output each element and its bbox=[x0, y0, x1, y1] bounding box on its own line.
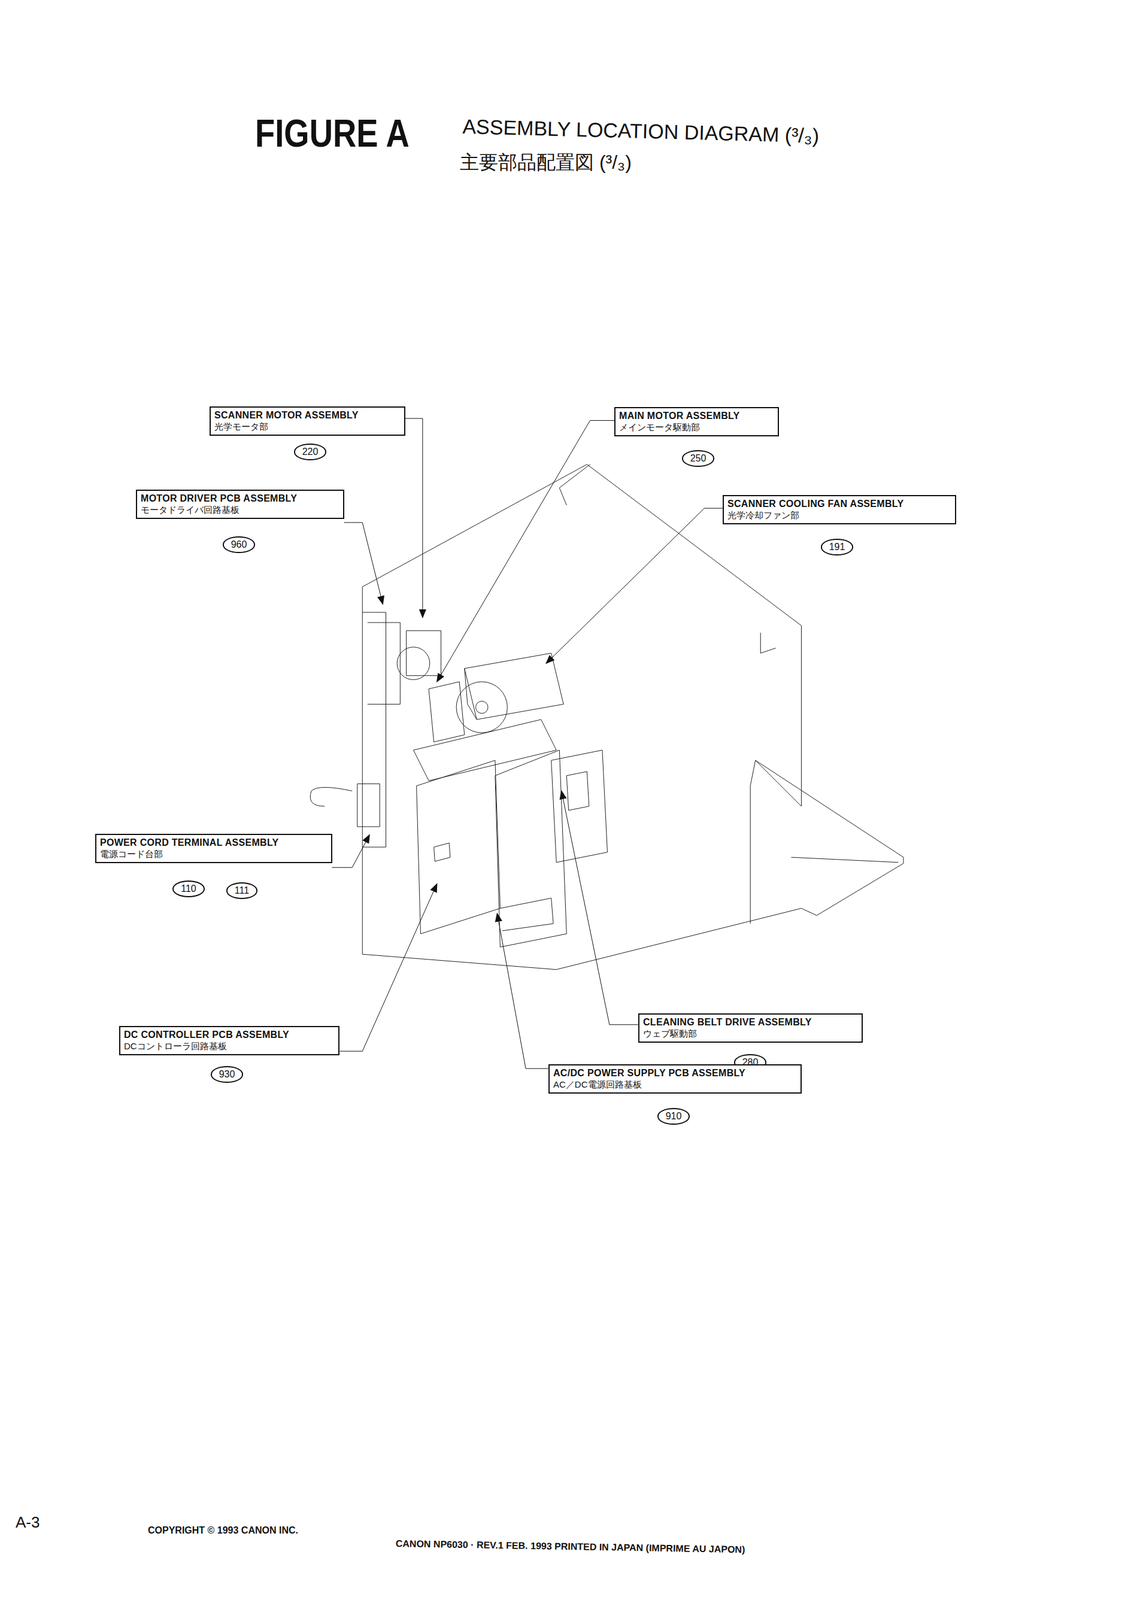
figure-label: FIGURE A bbox=[255, 111, 410, 156]
leader-line bbox=[561, 790, 639, 1025]
callout-oval: 960 bbox=[222, 536, 256, 553]
main-motor-hub bbox=[475, 701, 488, 714]
leader-line bbox=[344, 522, 384, 605]
part-name-japanese: 電源コード台部 bbox=[99, 849, 328, 861]
part-name: POWER CORD TERMINAL ASSEMBLY bbox=[99, 837, 328, 850]
callout-oval: 111 bbox=[226, 882, 258, 899]
output-tray bbox=[760, 632, 899, 863]
side-frame bbox=[362, 612, 400, 848]
part-name: AC/DC POWER SUPPLY PCB ASSEMBLY bbox=[553, 1067, 797, 1080]
label-box: SCANNER COOLING FAN ASSEMBLY光学冷却ファン部 bbox=[722, 495, 957, 525]
callout-number: 930 bbox=[219, 1068, 236, 1081]
part-name-japanese: 光学モータ部 bbox=[214, 421, 401, 433]
leader-line bbox=[437, 420, 615, 682]
title-japanese: 主要部品配置図 (³/₃) bbox=[459, 149, 632, 177]
label-box: MAIN MOTOR ASSEMBLYメインモータ駆動部 bbox=[614, 407, 779, 437]
label-box: POWER CORD TERMINAL ASSEMBLY電源コード台部 bbox=[95, 834, 333, 864]
part-name-japanese: AC／DC電源回路基板 bbox=[553, 1079, 797, 1091]
part-name: DC CONTROLLER PCB ASSEMBLY bbox=[123, 1029, 335, 1042]
scanner-motor bbox=[406, 631, 442, 676]
callout-number: 191 bbox=[829, 541, 846, 553]
callout-number: 910 bbox=[665, 1110, 682, 1123]
callout-oval: 220 bbox=[293, 443, 327, 460]
part-name: SCANNER COOLING FAN ASSEMBLY bbox=[727, 498, 952, 511]
callout-oval: 250 bbox=[681, 450, 715, 467]
leader-line bbox=[405, 418, 423, 618]
copyright: COPYRIGHT © 1993 CANON INC. bbox=[147, 1525, 299, 1537]
part-name: CLEANING BELT DRIVE ASSEMBLY bbox=[643, 1016, 858, 1029]
print-note: CANON NP6030 · REV.1 FEB. 1993 PRINTED I… bbox=[395, 1538, 746, 1556]
callout-number: 220 bbox=[302, 446, 319, 458]
leader-line bbox=[496, 913, 548, 1069]
main-motor-gear bbox=[456, 681, 508, 733]
part-name: MOTOR DRIVER PCB ASSEMBLY bbox=[140, 492, 340, 505]
label-box: CLEANING BELT DRIVE ASSEMBLYウェブ駆動部 bbox=[638, 1013, 863, 1043]
callout-oval: 910 bbox=[657, 1108, 691, 1125]
part-name-japanese: 光学冷却ファン部 bbox=[727, 510, 952, 522]
power-cord bbox=[310, 783, 380, 827]
part-name-japanese: モータドライバ回路基板 bbox=[140, 504, 340, 517]
page-number: A-3 bbox=[15, 1513, 40, 1533]
copier-housing bbox=[362, 464, 904, 970]
leader-line bbox=[340, 884, 438, 1052]
leader-line bbox=[331, 835, 370, 869]
housing-edge bbox=[559, 464, 756, 924]
label-box: MOTOR DRIVER PCB ASSEMBLYモータドライバ回路基板 bbox=[135, 489, 345, 520]
drive-plate bbox=[413, 681, 557, 781]
cooling-fan bbox=[464, 653, 564, 720]
label-box: DC CONTROLLER PCB ASSEMBLYDCコントローラ回路基板 bbox=[119, 1026, 340, 1056]
leader-lines bbox=[331, 418, 723, 1069]
label-box: AC/DC POWER SUPPLY PCB ASSEMBLYAC／DC電源回路… bbox=[548, 1064, 802, 1094]
part-name: SCANNER MOTOR ASSEMBLY bbox=[214, 409, 401, 422]
callout-oval: 110 bbox=[172, 880, 205, 897]
part-name-japanese: メインモータ駆動部 bbox=[619, 422, 775, 434]
part-name: MAIN MOTOR ASSEMBLY bbox=[619, 410, 775, 423]
cleaning-belt-drive bbox=[551, 750, 608, 863]
callout-oval: 930 bbox=[210, 1066, 244, 1083]
callout-number: 960 bbox=[231, 538, 248, 551]
callout-oval: 191 bbox=[820, 538, 854, 556]
callout-number: 110 bbox=[180, 883, 197, 895]
leader-line bbox=[546, 508, 723, 664]
part-name-japanese: ウェブ駆動部 bbox=[643, 1028, 858, 1040]
callout-number: 250 bbox=[690, 452, 707, 465]
label-box: SCANNER MOTOR ASSEMBLY光学モータ部 bbox=[209, 406, 406, 436]
scanner-motor-drum bbox=[396, 647, 430, 681]
title: ASSEMBLY LOCATION DIAGRAM (³/₃) bbox=[462, 114, 820, 148]
part-name-japanese: DCコントローラ回路基板 bbox=[123, 1041, 335, 1053]
dc-controller-pcb bbox=[416, 760, 501, 935]
callout-number: 111 bbox=[234, 884, 250, 897]
